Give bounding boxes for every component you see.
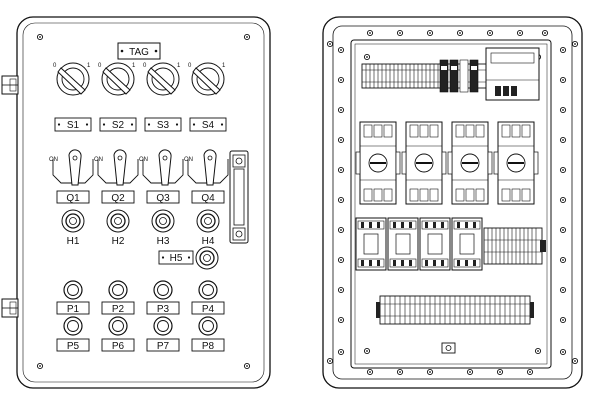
light-label-h5: H5 bbox=[170, 253, 183, 264]
button-label-p7: P7 bbox=[157, 341, 170, 352]
pushbutton-p2[interactable] bbox=[108, 280, 128, 300]
mounting-plate bbox=[350, 39, 552, 369]
indicator-lights: H1 H2 H3 H4 H5 bbox=[61, 209, 220, 270]
tag-plate: TAG bbox=[117, 42, 161, 60]
interior-view bbox=[322, 16, 583, 389]
breaker-handle-q1[interactable]: ON bbox=[49, 149, 94, 186]
front-door-outline bbox=[16, 16, 271, 389]
breaker-handles: ON ON ON ON bbox=[49, 149, 229, 186]
enclosure-body-outline bbox=[322, 16, 583, 389]
pushbutton-p5[interactable] bbox=[63, 316, 83, 336]
switch-labels: S1 S2 S3 S4 bbox=[54, 117, 227, 132]
button-label-p1: P1 bbox=[67, 304, 80, 315]
svg-text:1: 1 bbox=[177, 63, 181, 69]
pushbutton-p6[interactable] bbox=[108, 316, 128, 336]
pushbutton-p7[interactable] bbox=[153, 316, 173, 336]
hinge-top bbox=[1, 75, 19, 95]
svg-text:0: 0 bbox=[53, 63, 57, 69]
bottom-terminal-rail bbox=[376, 295, 534, 325]
door-handle[interactable] bbox=[229, 150, 249, 244]
indicator-light-h5 bbox=[195, 246, 219, 270]
side-terminal-block bbox=[483, 227, 546, 265]
button-label-p8: P8 bbox=[202, 341, 215, 352]
motor-breaker-4 bbox=[493, 121, 539, 205]
switch-label-s3: S3 bbox=[157, 120, 170, 131]
tag-label: TAG bbox=[129, 47, 149, 58]
pushbutton-p4[interactable] bbox=[198, 280, 218, 300]
hinge-bottom bbox=[1, 298, 19, 318]
breaker-handle-q3[interactable]: ON bbox=[139, 149, 184, 186]
pushbutton-p8[interactable] bbox=[198, 316, 218, 336]
contactor-3 bbox=[419, 217, 451, 271]
button-label-p3: P3 bbox=[157, 304, 170, 315]
light-label-h1: H1 bbox=[67, 236, 80, 247]
light-label-h3: H3 bbox=[157, 236, 170, 247]
svg-text:0: 0 bbox=[98, 63, 102, 69]
pushbuttons bbox=[63, 280, 218, 336]
indicator-light-h2 bbox=[106, 209, 130, 233]
breaker-label-q2: Q2 bbox=[111, 193, 125, 204]
motor-breaker-3 bbox=[447, 121, 493, 205]
motor-breaker-2 bbox=[401, 121, 447, 205]
top-terminal-rail bbox=[361, 59, 487, 93]
breaker-label-q4: Q4 bbox=[201, 193, 215, 204]
pushbutton-p3[interactable] bbox=[153, 280, 173, 300]
button-label-p2: P2 bbox=[112, 304, 125, 315]
breaker-label-q3: Q3 bbox=[156, 193, 170, 204]
breaker-on-text: ON bbox=[94, 157, 103, 163]
breaker-handle-q4[interactable]: ON bbox=[184, 149, 229, 186]
motor-breaker-1 bbox=[355, 121, 401, 205]
svg-text:1: 1 bbox=[87, 63, 91, 69]
indicator-light-h1 bbox=[61, 209, 85, 233]
svg-text:1: 1 bbox=[132, 63, 136, 69]
button-label-p4: P4 bbox=[202, 304, 215, 315]
light-label-h4: H4 bbox=[202, 236, 215, 247]
breaker-label-q1: Q1 bbox=[66, 193, 80, 204]
light-label-h2: H2 bbox=[112, 236, 125, 247]
breaker-labels: Q1 Q2 Q3 Q4 bbox=[56, 190, 225, 204]
switch-label-s2: S2 bbox=[112, 120, 125, 131]
button-label-p5: P5 bbox=[67, 341, 80, 352]
contactor-4 bbox=[451, 217, 483, 271]
svg-text:0: 0 bbox=[143, 63, 147, 69]
pushbutton-p1[interactable] bbox=[63, 280, 83, 300]
svg-text:1: 1 bbox=[222, 63, 226, 69]
contactor-2 bbox=[387, 217, 419, 271]
indicator-light-h4 bbox=[196, 209, 220, 233]
button-label-p6: P6 bbox=[112, 341, 125, 352]
breaker-on-text: ON bbox=[184, 157, 193, 163]
motor-breakers bbox=[355, 121, 539, 205]
switch-label-s1: S1 bbox=[67, 120, 80, 131]
pushbutton-labels: P1 P2 P3 P4 P5 P6 P7 P8 bbox=[56, 301, 225, 352]
power-supply bbox=[485, 47, 540, 101]
svg-text:0: 0 bbox=[188, 63, 192, 69]
breaker-on-text: ON bbox=[49, 157, 58, 163]
breaker-handle-q2[interactable]: ON bbox=[94, 149, 139, 186]
breaker-on-text: ON bbox=[139, 157, 148, 163]
indicator-light-h3 bbox=[151, 209, 175, 233]
ground-stud bbox=[441, 342, 456, 354]
switch-label-s4: S4 bbox=[202, 120, 215, 131]
contactors bbox=[355, 217, 483, 271]
contactor-1 bbox=[355, 217, 387, 271]
